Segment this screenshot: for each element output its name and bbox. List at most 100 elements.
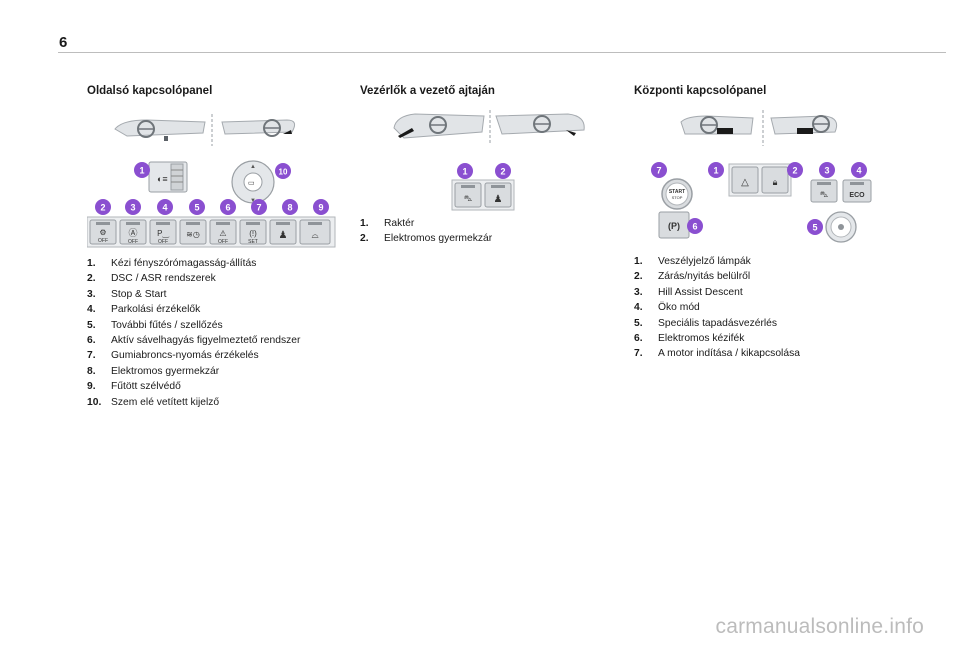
list-item: 2.DSC / ASR rendszerek: [87, 273, 216, 285]
svg-text:STOP: STOP: [672, 195, 683, 200]
center-dash-right-illustration: [770, 115, 838, 135]
list-item: 1.Raktér: [360, 218, 415, 229]
list-item: 5.Speciális tapadásvezérlés: [634, 317, 778, 329]
svg-text:OFF: OFF: [158, 239, 168, 245]
badge-label: 3: [130, 203, 135, 213]
badge-label: 5: [812, 223, 817, 233]
boot-release-button: ⛍: [454, 182, 482, 208]
left-legend-list: 1.Kézi fényszórómagasság-állítás 2.DSC /…: [87, 256, 300, 410]
additional-heating-button: ⚠OFF: [209, 219, 237, 245]
badge-label: 6: [225, 203, 230, 213]
list-item: 6.Aktív sávelhagyás figyelmeztető rendsz…: [87, 335, 301, 347]
badge-label: 7: [256, 203, 261, 213]
start-stop-button: START STOP: [661, 178, 693, 210]
badge: [787, 162, 803, 178]
badge: [807, 219, 823, 235]
svg-text:START: START: [669, 189, 685, 195]
badge: [819, 162, 835, 178]
headlamp-button: ⚙OFF: [89, 219, 117, 245]
middle-legend-list: 1.Raktér 2.Elektromos gyermekzár: [360, 216, 492, 247]
badge: [851, 162, 867, 178]
svg-text:♟: ♟: [279, 230, 288, 241]
left-column-title: Oldalsó kapcsolópanel: [87, 85, 213, 97]
badge-label: 3: [824, 166, 829, 176]
badge-label: 2: [792, 166, 797, 176]
lane-departure-button: (!)SET: [239, 219, 267, 245]
tyre-pressure-button: ♟: [269, 219, 297, 245]
list-item: 2.Elektromos gyermekzár: [360, 233, 493, 245]
door-child-lock-button: ♟: [484, 182, 512, 208]
hud-control-dial: ▭ ▲ ▼: [231, 160, 275, 204]
svg-text:♟: ♟: [494, 194, 503, 205]
left-column: Oldalsó kapcsolópanel: [87, 85, 337, 97]
eco-button: ECO: [842, 179, 872, 203]
watermark: carmanualsonline.info: [715, 615, 924, 638]
left-badges: 1 10 2 3 4 5 6 7 8 9: [95, 162, 329, 215]
header-rule: [58, 52, 946, 53]
badge-label: 1: [713, 166, 718, 176]
list-item: 3.Hill Assist Descent: [634, 286, 743, 298]
badge-label: 1: [462, 167, 467, 177]
svg-text:🔒︎: 🔒︎: [773, 177, 778, 187]
center-panel-figure: START STOP (P) △ 🔒︎ ⛍ ECO 7 1 2 3 4 6 5: [651, 110, 872, 243]
right-column: Központi kapcsolópanel: [634, 85, 884, 97]
headlamp-adjuster-panel: ◐≡: [148, 161, 188, 193]
badge: [457, 163, 473, 179]
svg-text:OFF: OFF: [218, 239, 228, 245]
svg-text:△: △: [741, 177, 749, 188]
list-item: 7.Gumiabroncs-nyomás érzékelés: [87, 350, 259, 362]
side-panel-figure: ◐≡ ▭ ▲ ▼ 1 10 2 3 4 5 6 7 8 9 ⚙OFF Ⓐ: [87, 114, 336, 248]
badge-label: 4: [856, 166, 861, 176]
badge-label: 9: [318, 203, 323, 213]
svg-text:OFF: OFF: [98, 238, 108, 244]
list-item: 4.Parkolási érzékelők: [87, 304, 201, 316]
list-item: 5.További fűtés / szellőzés: [87, 319, 223, 331]
list-item: 9.Fűtött szélvédő: [87, 381, 181, 393]
list-item: 7.A motor indítása / kikapcsolása: [634, 348, 800, 360]
center-dash-left-illustration: [680, 115, 754, 135]
badge-label: 5: [194, 203, 199, 213]
door-left-illustration: [393, 113, 485, 139]
svg-text:⌓: ⌓: [311, 230, 318, 240]
badge: [687, 218, 703, 234]
badge-label: 6: [692, 222, 697, 232]
badge-label: 8: [287, 203, 292, 213]
stop-start-button: P‿OFF: [149, 219, 177, 245]
svg-text:ECO: ECO: [849, 192, 865, 199]
right-legend-list: 1.Veszélyjelző lámpák 2.Zárás/nyitás bel…: [634, 254, 800, 362]
svg-text:⚙: ⚙: [99, 228, 106, 237]
parking-sensor-button: ≋◷: [179, 219, 207, 245]
list-item: 1.Kézi fényszórómagasság-állítás: [87, 258, 257, 269]
list-item: 6.Elektromos kézifék: [634, 333, 745, 345]
svg-text:⛍: ⛍: [820, 190, 828, 199]
middle-column: Vezérlők a vezető ajtaján: [360, 85, 610, 97]
svg-text:Ⓐ: Ⓐ: [128, 228, 137, 238]
central-lock-button: 🔒︎: [761, 166, 789, 194]
svg-text:◐≡: ◐≡: [157, 174, 168, 184]
parking-brake-button: (P): [658, 211, 690, 239]
badge-label: 1: [139, 166, 144, 176]
svg-text:⛍: ⛍: [464, 194, 472, 203]
list-item: 4.Öko mód: [634, 302, 700, 314]
svg-text:▭: ▭: [248, 180, 255, 187]
svg-text:≋◷: ≋◷: [186, 230, 200, 239]
svg-text:▼: ▼: [250, 198, 256, 204]
middle-column-title: Vezérlők a vezető ajtaján: [360, 85, 495, 97]
badge: [495, 163, 511, 179]
badge-label: 4: [162, 203, 167, 213]
svg-text:(P): (P): [668, 221, 680, 231]
right-column-title: Központi kapcsolópanel: [634, 85, 767, 97]
badge-label: 10: [279, 168, 288, 177]
door-right-illustration: [495, 113, 585, 136]
svg-text:OFF: OFF: [128, 239, 138, 245]
badge-label: 2: [100, 203, 105, 213]
svg-text:⚠: ⚠: [219, 229, 226, 238]
list-item: 8.Elektromos gyermekzár: [87, 365, 220, 377]
badge: [708, 162, 724, 178]
badge-label: 7: [656, 166, 661, 176]
child-lock-button: ⌓: [299, 219, 331, 245]
dashboard-left-illustration: [114, 119, 206, 141]
hill-descent-button: ⛍: [810, 179, 838, 203]
hazard-button: △: [731, 166, 759, 194]
